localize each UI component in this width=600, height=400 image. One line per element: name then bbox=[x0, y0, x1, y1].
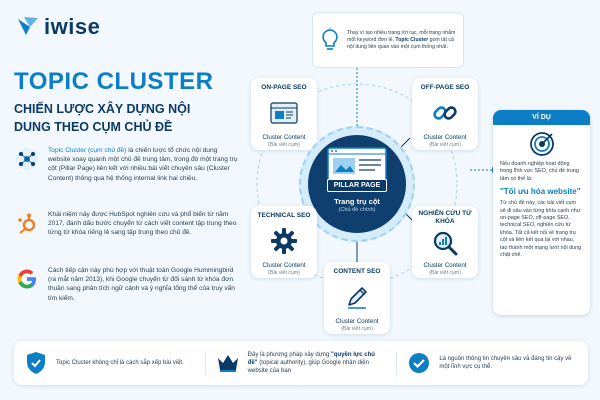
summary-text-structure: Topic Cluster không chỉ là cách sắp xếp … bbox=[56, 359, 184, 366]
crown-icon bbox=[217, 354, 238, 372]
card-onpage-seo[interactable]: ON-PAGE SEO Cluster Content (Bài viết cụ… bbox=[251, 78, 317, 150]
pillar-page-label: PILLAR PAGE bbox=[326, 179, 388, 192]
example-heading: VÍ DỤ bbox=[493, 110, 590, 125]
logo-bird-icon bbox=[18, 17, 38, 35]
page-title: TOPIC CLUSTER bbox=[14, 68, 214, 95]
intro-block-definition: Topic Cluster (cụm chủ đề) là chiến lược… bbox=[14, 146, 238, 183]
example-intro: Nếu doanh nghiệp hoạt động trong lĩnh vự… bbox=[500, 161, 579, 182]
pillar-page-icon bbox=[327, 147, 387, 187]
logo: iwise bbox=[16, 14, 100, 40]
shield-check-icon bbox=[27, 352, 45, 374]
summary-item-structure: Topic Cluster không chỉ là cách sắp xếp … bbox=[14, 351, 205, 375]
hubspot-icon bbox=[18, 213, 36, 234]
magnifier-icon bbox=[433, 231, 458, 256]
intro-text-google: Cách tiếp cận này phù hợp với thuật toán… bbox=[48, 267, 235, 302]
intro-text-hubspot: Khái niệm này được HubSpot nghiên cứu và… bbox=[48, 211, 237, 237]
top-intro-card: Thay vì tạo nhiều trang rời rạc, mỗi tra… bbox=[312, 12, 464, 68]
lightbulb-icon bbox=[322, 27, 338, 50]
seo-window-icon bbox=[270, 102, 298, 124]
link-icon bbox=[433, 106, 457, 120]
intro-block-google: Cách tiếp cận này phù hợp với thuật toán… bbox=[14, 266, 238, 303]
example-detail: Từ chủ đề này, các bài viết cụm sẽ đi sâ… bbox=[500, 200, 582, 259]
example-panel: VÍ DỤ Nếu doanh nghiệp hoạt động trong l… bbox=[493, 110, 590, 315]
example-quote: "Tối ưu hóa website" bbox=[500, 187, 581, 197]
topic-network-icon bbox=[16, 148, 38, 170]
gear-icon bbox=[271, 228, 297, 254]
card-offpage-seo[interactable]: OFF-PAGE SEO Cluster Content (Bài viết c… bbox=[412, 78, 478, 150]
summary-text-trust: Là nguồn thông tin chuyên sâu và đáng ti… bbox=[439, 355, 572, 370]
pillar-tag-sub: (Chủ đề chính) bbox=[338, 207, 376, 213]
google-icon bbox=[17, 269, 36, 289]
card-content-seo[interactable]: CONTENT SEO Cluster Content (Bài viết cụ… bbox=[324, 262, 390, 334]
card-keyword-research[interactable]: NGHIÊN CỨU TỪ KHÓA Cluster Content (Bài … bbox=[412, 206, 478, 278]
summary-item-authority: Đây là phương pháp xây dựng "quyền lực c… bbox=[204, 350, 397, 376]
summary-text-authority: Đây là phương pháp xây dựng "quyền lực c… bbox=[247, 351, 375, 375]
target-icon bbox=[529, 132, 554, 156]
top-intro-text: Thay vì tạo nhiều trang rời rạc, mỗi tra… bbox=[347, 29, 456, 50]
logo-text: iwise bbox=[44, 14, 101, 39]
pillar-tag: Trang trụ cột bbox=[334, 197, 380, 206]
summary-item-trust: Là nguồn thông tin chuyên sâu và đáng ti… bbox=[396, 351, 588, 375]
page-subtitle: CHIẾN LƯỢC XÂY DỰNG NỘI DUNG THEO CỤM CH… bbox=[14, 102, 191, 134]
intro-block-hubspot: Khái niệm này được HubSpot nghiên cứu và… bbox=[14, 210, 238, 238]
pencil-icon bbox=[348, 287, 367, 309]
bottom-summary: Topic Cluster không chỉ là cách sắp xếp … bbox=[14, 341, 588, 385]
check-circle-icon bbox=[409, 353, 430, 373]
card-technical-seo[interactable]: TECHNICAL SEO Cluster Content (Bài viết … bbox=[251, 206, 317, 278]
intro-text-definition: Topic Cluster (cụm chủ đề) là chiến lược… bbox=[48, 147, 238, 182]
pillar-page[interactable]: PILLAR PAGE Trang trụ cột (Chủ đề chính) bbox=[308, 135, 406, 233]
